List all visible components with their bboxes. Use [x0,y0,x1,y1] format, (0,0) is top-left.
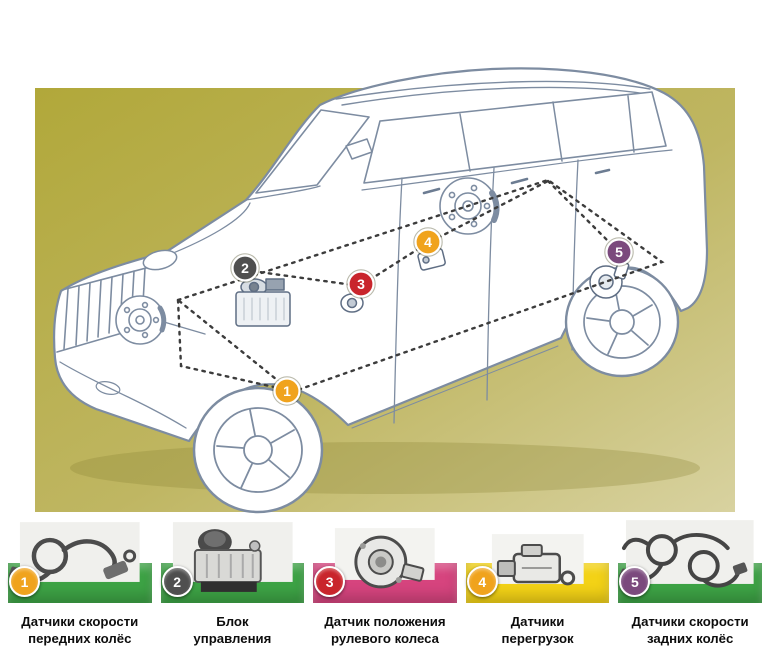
window-pillars [459,95,635,172]
side-windows [363,91,667,184]
car-marker-3: 3 [346,269,376,299]
svg-text:3: 3 [357,276,365,292]
legend: 1 Датчики скорости передних колёс 2 [0,515,770,648]
far-front-brake-assembly [115,295,206,345]
door-handles [422,168,611,195]
legend-badge-3: 3 [314,566,346,597]
legend-badge-4-number: 4 [478,573,487,590]
legend-caption-3: Датчик положения рулевого колеса [324,614,446,646]
legend-badge-4: 4 [466,566,498,597]
side-mirror [345,138,373,160]
control-unit-photo [172,522,293,592]
svg-text:5: 5 [615,244,623,260]
car-marker-1: 1 [272,376,302,406]
car-illustration [53,67,709,514]
legend-caption-2: Блок управления [193,614,272,646]
beltline [361,149,673,191]
car-ground-shadow [70,442,700,494]
rocker-trim [351,345,559,429]
fog-light [95,381,121,395]
legend-photo-1: 1 [6,517,154,607]
legend-badge-1-number: 1 [20,573,29,590]
roof-rails [335,80,653,106]
legend-caption-4: Датчики перегрузок [501,614,574,646]
car-marker-5: 5 [604,237,634,267]
legend-photo-5: 5 [616,517,764,607]
front-bumper-line [59,361,187,429]
legend-badge-1: 1 [9,566,40,597]
front-wheel-speed-sensor-photo [9,522,140,584]
legend-photo-2: 2 [159,517,307,607]
front-wheel [192,386,324,514]
svg-text:4: 4 [424,234,432,250]
legend-caption-1: Датчики скорости передних колёс [21,614,139,646]
overload-sensor-photo [491,534,584,586]
abs-control-unit-on-car [235,278,291,327]
car-diagram: 1 2 3 4 5 [35,67,735,514]
legend-photo-3: 3 [311,517,459,607]
legend-photo-4: 4 [464,517,612,607]
legend-item-2: 2 Блок управления [159,517,307,648]
svg-text:2: 2 [241,260,249,276]
steering-position-sensor-photo [335,528,435,589]
legend-item-1: 1 Датчики скорости передних колёс [6,517,154,648]
legend-badge-2: 2 [161,566,193,597]
car-marker-4: 4 [413,227,443,257]
legend-item-4: 4 Датчики перегрузок [464,517,612,648]
wiring-harness-dotted-lines [175,178,665,394]
car-marker-2: 2 [230,253,260,283]
svg-text:1: 1 [283,383,291,399]
legend-item-5: 5 Датчики скорости задних колёс [616,517,764,648]
legend-caption-5: Датчики скорости задних колёс [631,614,749,646]
windshield [255,109,370,194]
legend-badge-5-number: 5 [630,573,639,590]
legend-badge-3-number: 3 [325,573,334,590]
legend-badge-2-number: 2 [173,573,181,590]
legend-badge-5: 5 [619,566,651,597]
legend-item-3: 3 Датчик положения рулевого колеса [311,517,459,648]
headlight [142,249,178,271]
